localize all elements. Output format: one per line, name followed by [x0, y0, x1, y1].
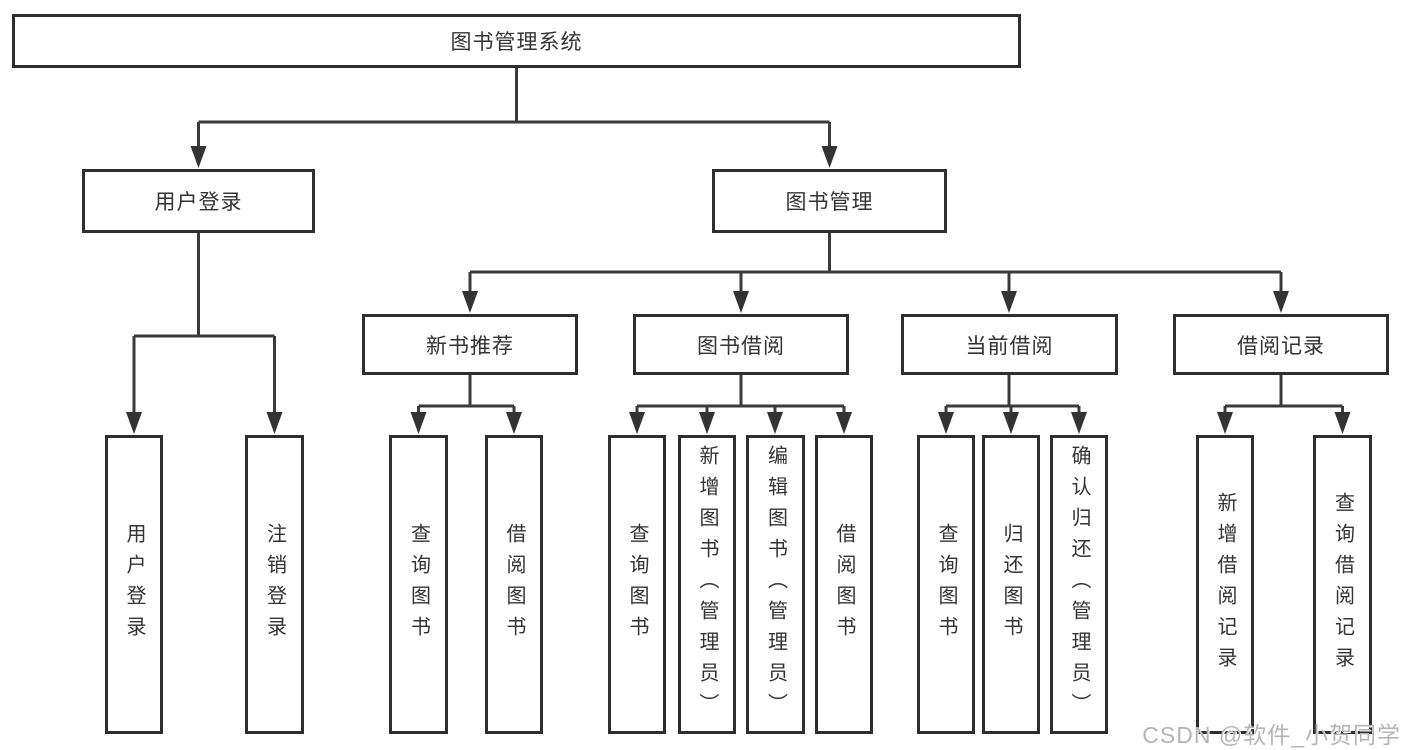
node-borrowing-records-label: 借阅记录: [1237, 334, 1325, 358]
arrowhead-current-borrow: [1001, 291, 1017, 313]
leaf-query-books: 查询图书: [917, 435, 975, 734]
connector-root-to-level2: [197, 68, 831, 150]
leaf-user-login-label: 用户登录: [123, 522, 145, 647]
arrowhead-br-query: [1334, 412, 1351, 434]
arrowhead-new-book: [462, 291, 478, 313]
node-new-book-recommend: 新书推荐: [362, 314, 578, 375]
csdn-watermark: CSDN @软件_小贺同学: [1142, 722, 1401, 748]
connector-new-book-children: [417, 375, 516, 416]
arrowhead-bb-query: [629, 412, 645, 434]
arrowhead-leaf-login: [126, 412, 142, 434]
arrowhead-user-login: [190, 146, 207, 168]
leaf-borrow-books: 借阅图书: [815, 435, 873, 734]
node-system-root: 图书管理系统: [12, 14, 1021, 68]
leaf-query-books: 查询图书: [608, 435, 666, 734]
node-book-borrowing: 图书借阅: [633, 314, 849, 375]
leaf-add-books-admin: 新增图书（管理员）: [678, 435, 736, 734]
node-user-login: 用户登录: [82, 169, 315, 233]
leaf-logout-label: 注销登录: [263, 522, 286, 647]
leaf-return-books: 归还图书: [982, 435, 1040, 734]
leaf-borrow-books: 借阅图书: [485, 435, 543, 734]
arrowhead-cb-confirm: [1071, 412, 1087, 434]
leaf-user-login: 用户登录: [105, 435, 163, 734]
connector-book-mgmt-children: [468, 233, 1283, 295]
arrowhead-cb-query: [938, 412, 954, 434]
leaf-query-books-label: 查询图书: [935, 522, 957, 647]
node-current-borrowing-label: 当前借阅: [965, 334, 1054, 358]
arrowhead-nb-query: [410, 412, 427, 434]
leaf-return-books-label: 归还图书: [1000, 522, 1022, 647]
node-borrowing-records: 借阅记录: [1173, 314, 1389, 375]
leaf-query-books: 查询图书: [389, 435, 448, 734]
arrowhead-book-borrow: [733, 291, 749, 313]
arrowhead-bb-add: [699, 412, 715, 434]
connector-user-login-children: [132, 233, 276, 416]
leaf-confirm-return-admin-label: 确认归还（管理员）: [1068, 445, 1090, 724]
connector-borrow-record-children: [1223, 375, 1344, 416]
arrowhead-book-mgmt: [821, 146, 838, 168]
arrowhead-bb-borrow: [836, 412, 852, 434]
leaf-query-books-label: 查询图书: [626, 522, 648, 647]
arrowhead-borrow-record: [1273, 291, 1289, 313]
node-new-book-recommend-label: 新书推荐: [426, 334, 514, 358]
leaf-add-borrow-record: 新增借阅记录: [1196, 435, 1254, 734]
arrowhead-bb-edit: [767, 412, 783, 434]
leaf-confirm-return-admin: 确认归还（管理员）: [1050, 435, 1108, 734]
arrowhead-leaf-logout: [266, 412, 283, 434]
node-system-root-label: 图书管理系统: [450, 31, 583, 54]
node-book-management-label: 图书管理: [785, 191, 874, 214]
arrowhead-cb-return: [1003, 412, 1019, 434]
leaf-borrow-books-label: 借阅图书: [503, 522, 525, 647]
connector-book-borrow-children: [635, 375, 846, 416]
arrowhead-br-add: [1217, 412, 1233, 434]
leaf-borrow-books-label: 借阅图书: [833, 522, 855, 647]
node-user-login-label: 用户登录: [154, 191, 243, 214]
leaf-edit-books-admin: 编辑图书（管理员）: [746, 435, 805, 734]
node-current-borrowing: 当前借阅: [901, 314, 1118, 375]
connector-current-borrow-children: [944, 375, 1081, 416]
node-book-management: 图书管理: [712, 169, 947, 233]
leaf-logout: 注销登录: [245, 435, 304, 734]
leaf-add-books-admin-label: 新增图书（管理员）: [696, 445, 718, 724]
leaf-query-borrow-record: 查询借阅记录: [1313, 435, 1372, 734]
arrowhead-nb-borrow: [506, 412, 522, 434]
leaf-query-books-label: 查询图书: [407, 522, 430, 647]
node-book-borrowing-label: 图书借阅: [697, 334, 785, 358]
leaf-edit-books-admin-label: 编辑图书（管理员）: [764, 445, 787, 724]
leaf-query-borrow-record-label: 查询借阅记录: [1331, 491, 1354, 678]
leaf-add-borrow-record-label: 新增借阅记录: [1214, 491, 1236, 678]
